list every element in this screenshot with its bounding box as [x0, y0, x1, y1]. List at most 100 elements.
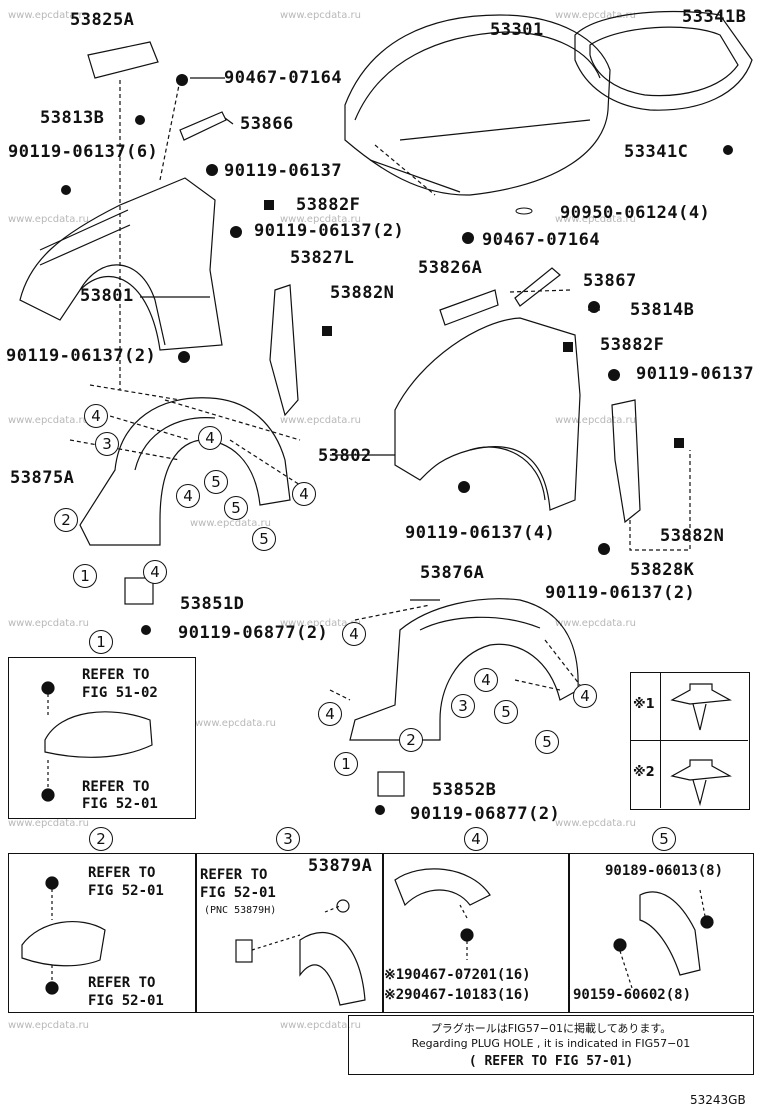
label-53882N: 53882N — [330, 283, 395, 303]
label-53341C: 53341C — [624, 142, 689, 162]
note-english: Regarding PLUG HOLE , it is indicated in… — [411, 1037, 691, 1050]
detail-2-ref-bottom-line1: REFER TO — [88, 975, 156, 991]
callout-5: 5 — [494, 700, 518, 724]
callout-4: 4 — [474, 668, 498, 692]
watermark: www.epcdata.ru — [8, 618, 89, 629]
label-90950-06124: 90950-06124(4) — [560, 203, 711, 223]
callout-4: 4 — [84, 404, 108, 428]
callout-3: 3 — [451, 694, 475, 718]
label-53882F: 53882F — [600, 335, 665, 355]
detail-2-ref-bottom-line2: FIG 52-01 — [88, 993, 164, 1009]
callout-2: 2 — [399, 728, 423, 752]
callout-4: 4 — [292, 482, 316, 506]
label-53801: 53801 — [80, 286, 134, 306]
hood-illustration — [344, 14, 611, 196]
label-53825A: 53825A — [70, 10, 135, 30]
callout-3: 3 — [95, 432, 119, 456]
label-53882N: 53882N — [660, 526, 725, 546]
label-90119-06137: 90119-06137 — [636, 364, 755, 384]
detail-3-part: 53879A — [308, 856, 373, 876]
clip-legend-divider — [630, 740, 748, 741]
watermark: www.epcdata.ru — [280, 1020, 361, 1031]
callout-2: 2 — [54, 508, 78, 532]
callout-5: 5 — [252, 527, 276, 551]
note-japanese: プラグホールはFIG57−01に掲載してあります。 — [430, 1022, 672, 1035]
watermark: www.epcdata.ru — [555, 214, 636, 225]
fender-right-illustration — [394, 317, 581, 511]
detail-1-box — [8, 657, 196, 819]
label-53867: 53867 — [583, 271, 637, 291]
label-53301: 53301 — [490, 20, 544, 40]
detail-4-box — [382, 853, 570, 1013]
note-reference: ( REFER TO FIG 57-01) — [468, 1054, 634, 1069]
watermark: www.epcdata.ru — [8, 10, 89, 21]
detail-1-number: 1 — [89, 630, 113, 654]
detail-1-ref-bottom-line1: REFER TO — [82, 779, 150, 795]
watermark: www.epcdata.ru — [280, 618, 361, 629]
fender-left-illustration — [19, 177, 223, 351]
label-90467-07164: 90467-07164 — [224, 68, 343, 88]
callout-4: 4 — [318, 702, 342, 726]
watermark: www.epcdata.ru — [555, 415, 636, 426]
label-53876A: 53876A — [420, 563, 485, 583]
callout-5: 5 — [535, 730, 559, 754]
detail-2-box — [8, 853, 196, 1013]
hood-insulator-illustration — [574, 10, 753, 111]
label-53827L: 53827L — [290, 248, 355, 268]
label-53851D: 53851D — [180, 594, 245, 614]
label-90119-06137: 90119-06137 — [224, 161, 343, 181]
label-53341B: 53341B — [682, 7, 747, 27]
detail-2-ref-top-line2: FIG 52-01 — [88, 883, 164, 899]
watermark: www.epcdata.ru — [280, 415, 361, 426]
callout-4: 4 — [143, 560, 167, 584]
watermark: www.epcdata.ru — [8, 1020, 89, 1031]
watermark: www.epcdata.ru — [8, 214, 89, 225]
label-90119-06137-4: 90119-06137(4) — [405, 523, 556, 543]
clip-legend-divider — [660, 672, 661, 808]
label-90119-06137-2: 90119-06137(2) — [6, 346, 157, 366]
callout-4: 4 — [342, 622, 366, 646]
watermark: www.epcdata.ru — [195, 718, 276, 729]
label-90119-06137-2: 90119-06137(2) — [254, 221, 405, 241]
watermark: www.epcdata.ru — [8, 415, 89, 426]
detail-1-illustration — [44, 711, 153, 758]
label-90467-07164: 90467-07164 — [482, 230, 601, 250]
detail-2-illustration — [21, 920, 106, 967]
plug-hole-note-box — [348, 1015, 754, 1075]
label-53802: 53802 — [318, 446, 372, 466]
label-53852B: 53852B — [432, 780, 497, 800]
label-53828K: 53828K — [630, 560, 695, 580]
detail-4-clip-1: ※190467-07201(16) — [384, 967, 531, 983]
detail-4-number: 4 — [464, 827, 488, 851]
watermark: www.epcdata.ru — [280, 10, 361, 21]
label-90119-06137-2: 90119-06137(2) — [545, 583, 696, 603]
detail-1-ref-bottom-line2: FIG 52-01 — [82, 796, 158, 812]
callout-5: 5 — [204, 470, 228, 494]
detail-2-number: 2 — [89, 827, 113, 851]
detail-1-ref-top-line1: REFER TO — [82, 667, 150, 683]
detail-5-part-bottom: 90159-60602(8) — [573, 987, 692, 1003]
label-90119-06877-2: 90119-06877(2) — [410, 804, 561, 824]
detail-2-ref-top-line1: REFER TO — [88, 865, 156, 881]
detail-3-illustration — [299, 931, 366, 1006]
callout-4: 4 — [198, 426, 222, 450]
label-53813B: 53813B — [40, 108, 105, 128]
callout-5: 5 — [224, 496, 248, 520]
legend-mark-2: ※2 — [633, 765, 655, 780]
liner-front-right-illustration — [349, 598, 579, 741]
detail-5-number: 5 — [652, 827, 676, 851]
watermark: www.epcdata.ru — [555, 10, 636, 21]
liner-front-left-illustration — [79, 397, 291, 546]
detail-3-pnc: (PNC 53879H) — [204, 905, 277, 916]
callout-1: 1 — [334, 752, 358, 776]
label-90119-06137-6: 90119-06137(6) — [8, 142, 159, 162]
label-53875A: 53875A — [10, 468, 75, 488]
label-53882F: 53882F — [296, 195, 361, 215]
callout-4: 4 — [176, 484, 200, 508]
detail-5-box — [568, 853, 754, 1013]
detail-3-box — [196, 853, 384, 1013]
detail-3-number: 3 — [276, 827, 300, 851]
label-53866: 53866 — [240, 114, 294, 134]
detail-4-clip-2: ※290467-10183(16) — [384, 987, 531, 1003]
detail-5-part-top: 90189-06013(8) — [605, 863, 724, 879]
